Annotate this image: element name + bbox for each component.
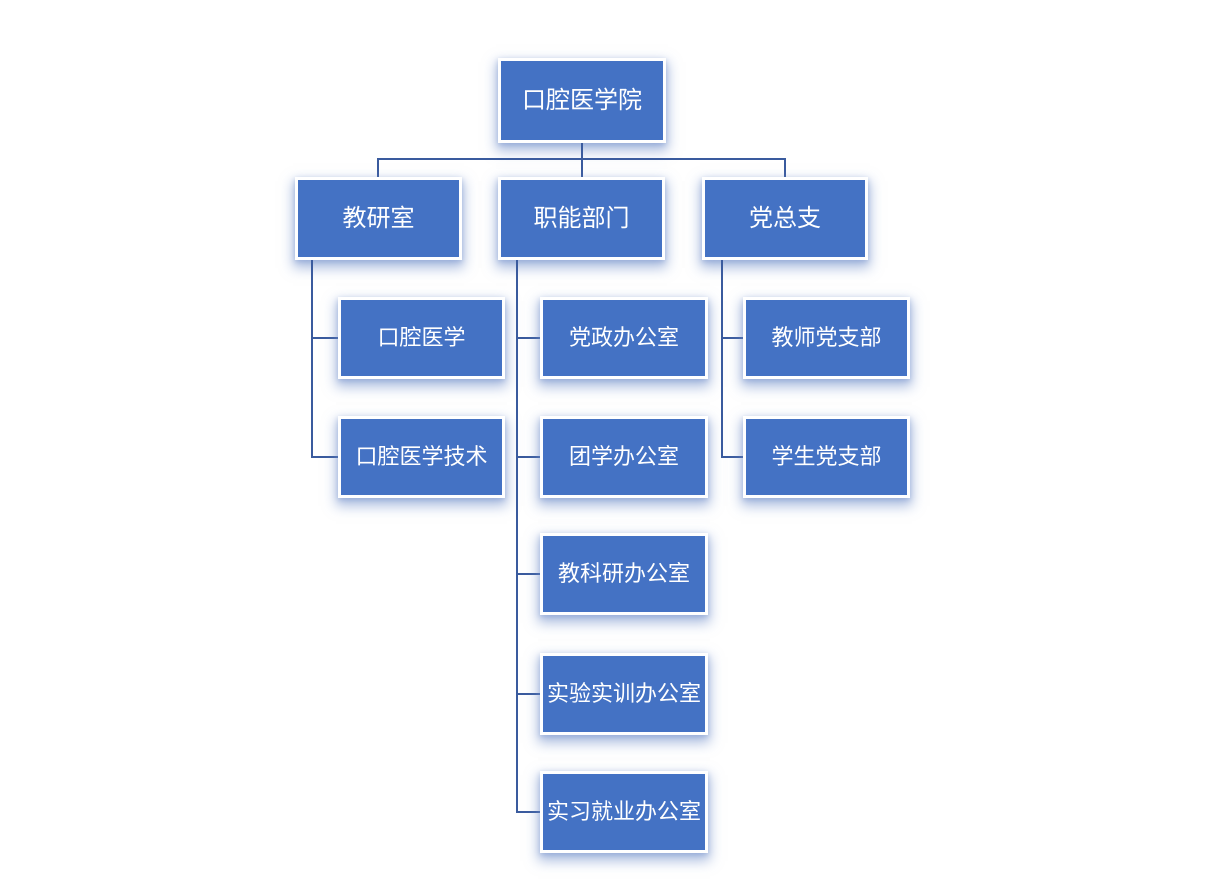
org-node-leaf-label: 口腔医学技术 bbox=[355, 444, 488, 470]
connector-root-drop bbox=[581, 143, 583, 159]
org-node-leaf-lab-training-office: 实验实训办公室 bbox=[540, 653, 708, 735]
org-node-branch-label: 教研室 bbox=[342, 204, 415, 232]
org-node-leaf-stomatology: 口腔医学 bbox=[338, 297, 505, 379]
connector-branch1-drop bbox=[377, 158, 379, 177]
org-node-leaf-student-party-branch: 学生党支部 bbox=[743, 416, 910, 498]
org-node-leaf-label: 党政办公室 bbox=[568, 325, 679, 351]
org-node-leaf-teacher-party-branch: 教师党支部 bbox=[743, 297, 910, 379]
org-node-branch-teaching: 教研室 bbox=[295, 177, 462, 260]
org-node-branch-functional: 职能部门 bbox=[498, 177, 665, 260]
connector-col2-stub-4 bbox=[516, 693, 540, 695]
connector-col2-stub-1 bbox=[516, 337, 540, 339]
connector-col1-stub-2 bbox=[311, 456, 338, 458]
org-node-leaf-internship-employment-office: 实习就业办公室 bbox=[540, 771, 708, 853]
connector-col3-stub-2 bbox=[721, 456, 743, 458]
org-node-leaf-label: 实验实训办公室 bbox=[546, 681, 701, 707]
org-node-leaf-label: 口腔医学 bbox=[377, 325, 466, 351]
org-node-leaf-party-admin-office: 党政办公室 bbox=[540, 297, 708, 379]
connector-branch3-drop bbox=[784, 158, 786, 177]
connector-col2-stub-3 bbox=[516, 573, 540, 575]
org-node-leaf-label: 学生党支部 bbox=[771, 444, 882, 470]
connector-branch2-drop bbox=[581, 158, 583, 177]
org-node-branch-label: 党总支 bbox=[749, 204, 821, 232]
connector-col2-stub-5 bbox=[516, 811, 540, 813]
org-node-leaf-youth-league-office: 团学办公室 bbox=[540, 416, 708, 498]
connector-col3-spine bbox=[721, 260, 723, 458]
org-node-root-label: 口腔医学院 bbox=[522, 86, 642, 114]
org-node-leaf-label: 团学办公室 bbox=[568, 444, 679, 470]
org-node-branch-party: 党总支 bbox=[702, 177, 868, 260]
org-node-leaf-dental-technology: 口腔医学技术 bbox=[338, 416, 505, 498]
connector-col3-stub-1 bbox=[721, 337, 743, 339]
connector-col2-stub-2 bbox=[516, 456, 540, 458]
org-node-root: 口腔医学院 bbox=[498, 58, 666, 143]
org-node-leaf-label: 教科研办公室 bbox=[557, 561, 690, 587]
org-node-branch-label: 职能部门 bbox=[533, 204, 630, 232]
org-node-leaf-label: 实习就业办公室 bbox=[546, 799, 701, 825]
org-node-leaf-teaching-research-office: 教科研办公室 bbox=[540, 533, 708, 615]
org-node-leaf-label: 教师党支部 bbox=[771, 325, 882, 351]
connector-col2-spine bbox=[516, 260, 518, 813]
connector-col1-stub-1 bbox=[311, 337, 338, 339]
connector-col1-spine bbox=[311, 260, 313, 458]
